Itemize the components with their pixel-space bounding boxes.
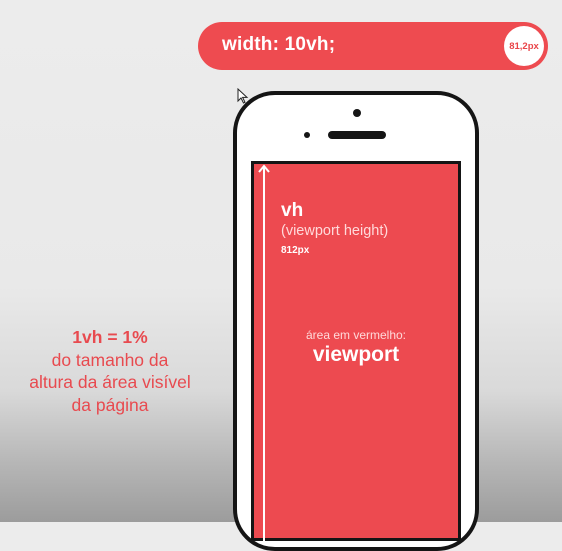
vh-unit-name: (viewport height) [281, 223, 389, 239]
area-label: área em vermelho: [305, 328, 407, 342]
phone-speaker [328, 131, 386, 139]
viewport-height-px: 812px [281, 245, 310, 256]
vh-formula: 1vh = 1% [72, 327, 148, 347]
css-rule-pill: width: 10vh; 81,2px [198, 22, 548, 70]
vh-explanation: 1vh = 1% do tamanho da altura da área vi… [10, 326, 210, 416]
vh-unit-title: vh [281, 200, 304, 221]
phone-screen-viewport: vh (viewport height) 812px área em verme… [251, 161, 461, 544]
explanation-line-1: do tamanho da [51, 349, 169, 370]
css-code-text: width: 10vh; [222, 34, 336, 55]
phone-mockup: vh (viewport height) 812px área em verme… [233, 91, 479, 551]
viewport-label: viewport [312, 343, 400, 366]
px-result-badge: 81,2px [504, 26, 544, 66]
phone-sensor [304, 132, 310, 138]
vertical-arrow-icon [258, 164, 270, 544]
phone-camera [353, 109, 361, 117]
explanation-line-2: altura da área visível [29, 372, 191, 392]
explanation-line-3: da página [71, 394, 149, 415]
